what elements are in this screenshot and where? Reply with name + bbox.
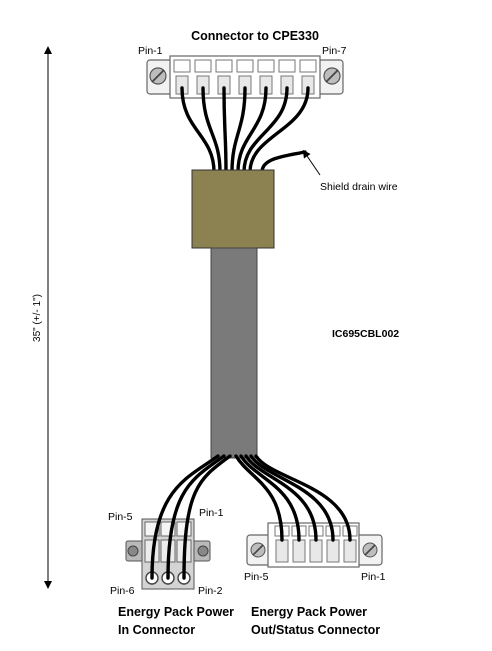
shrink-sleeve xyxy=(191,169,275,249)
length-label: 35" (+/- 1") xyxy=(32,294,43,342)
top-wire-3 xyxy=(222,86,228,174)
out-wire-4 xyxy=(249,454,335,542)
top-connector-title: Connector to CPE330 xyxy=(191,29,319,43)
out-wire-3 xyxy=(244,454,318,542)
in-pin6-label: Pin-6 xyxy=(110,585,135,597)
length-dimension: 35" (+/- 1") xyxy=(32,46,52,589)
out-connector-label-line1: Energy Pack Power xyxy=(251,605,367,619)
top-wire-2 xyxy=(201,86,222,174)
in-wire-1 xyxy=(150,454,220,580)
in-screw-left-icon xyxy=(127,545,139,557)
out-wire-1 xyxy=(234,454,284,542)
out-terminal-2 xyxy=(292,539,306,563)
top-slot-4 xyxy=(236,59,254,73)
top-slot-5 xyxy=(257,59,275,73)
out-terminal-3 xyxy=(309,539,323,563)
bottom-wire-bundle xyxy=(150,454,352,580)
top-wire-6 xyxy=(242,86,289,174)
top-slot-1 xyxy=(173,59,191,73)
top-slot-2 xyxy=(194,59,212,73)
top-slot-7 xyxy=(299,59,317,73)
top-pin7-label: Pin-7 xyxy=(322,45,347,57)
in-wire-3 xyxy=(182,454,232,580)
in-pin2-label: Pin-2 xyxy=(198,585,223,597)
top-wire-4 xyxy=(230,86,247,174)
top-slot-3 xyxy=(215,59,233,73)
out-wire-2 xyxy=(239,454,301,542)
top-slot-6 xyxy=(278,59,296,73)
top-wire-5 xyxy=(236,86,268,174)
out-pin5-label: Pin-5 xyxy=(244,571,269,583)
top-pin1-label: Pin-1 xyxy=(138,45,163,57)
part-number: IC695CBL002 xyxy=(332,328,399,340)
in-cell-top-3 xyxy=(176,521,192,537)
in-wire-2 xyxy=(166,454,226,580)
shield-drain-arrow xyxy=(302,149,321,176)
out-connector-label-line2: Out/Status Connector xyxy=(251,623,380,637)
top-wire-7 xyxy=(248,86,310,174)
out-pin1-label: Pin-1 xyxy=(361,571,386,583)
out-terminal-5 xyxy=(343,539,357,563)
top-wire-1 xyxy=(180,86,216,174)
in-pin1-label: Pin-1 xyxy=(199,507,224,519)
shield-drain-label: Shield drain wire xyxy=(320,181,398,193)
top-wire-bundle xyxy=(180,86,310,174)
in-connector-label-line2: In Connector xyxy=(118,623,195,637)
top-connector xyxy=(146,55,344,99)
in-connector-label-line1: Energy Pack Power xyxy=(118,605,234,619)
out-terminal-4 xyxy=(326,539,340,563)
in-pin5-label: Pin-5 xyxy=(108,511,133,523)
out-terminal-1 xyxy=(275,539,289,563)
shield-drain-wire xyxy=(260,150,307,174)
out-wire-5 xyxy=(254,454,352,542)
in-screw-right-icon xyxy=(197,545,209,557)
cable-jacket xyxy=(210,247,258,459)
